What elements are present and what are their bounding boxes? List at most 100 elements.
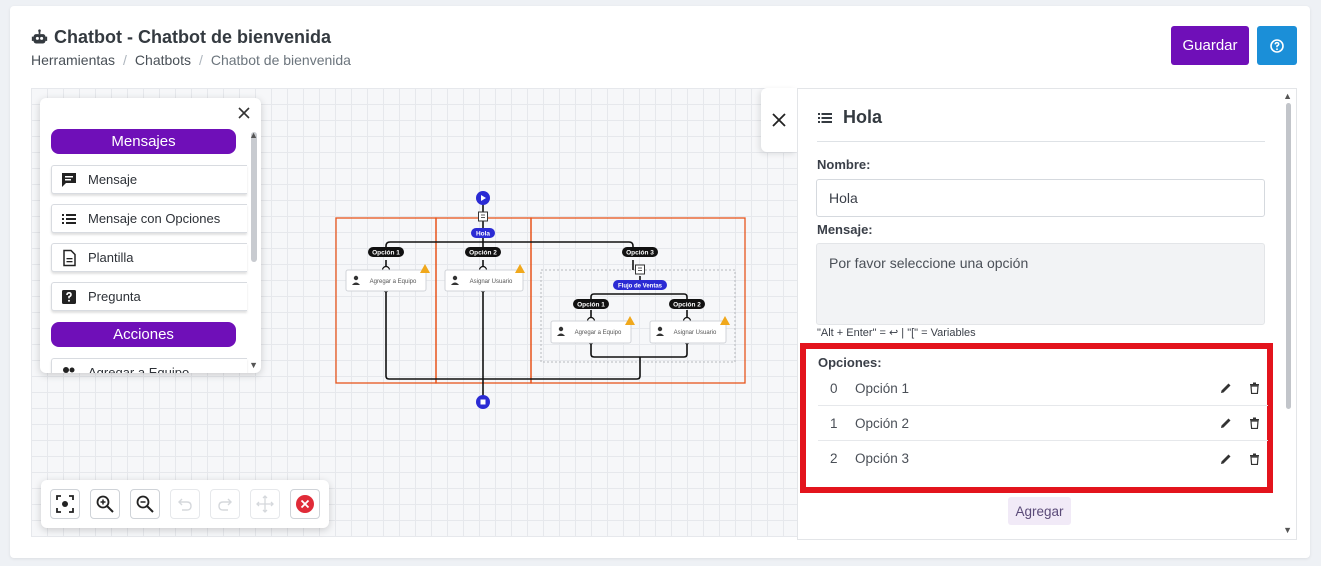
question-icon — [62, 289, 76, 304]
trash-icon[interactable] — [1240, 382, 1268, 394]
breadcrumb-separator: / — [123, 52, 127, 68]
subflow-option-1[interactable] — [573, 299, 609, 309]
properties-panel: Hola Nombre: Hola Mensaje: Por favor sel… — [797, 88, 1297, 540]
editor-hint: "Alt + Enter" = ↩ | "[" = Variables — [817, 327, 976, 339]
subflow-option-2[interactable] — [669, 299, 705, 309]
option-row[interactable]: 1 Opción 2 — [818, 406, 1268, 441]
undo-button[interactable] — [170, 489, 200, 519]
scroll-down-icon[interactable]: ▼ — [1283, 525, 1292, 535]
flow-frame-option3 — [530, 217, 746, 384]
flow-diagram: Hola Opción 1 Opción 2 Opción 3 Agregar … — [335, 191, 746, 409]
zoom-in-button[interactable] — [90, 489, 120, 519]
redo-icon — [218, 498, 232, 511]
divider — [817, 141, 1265, 142]
edit-icon[interactable] — [1212, 417, 1240, 429]
delete-node-button[interactable] — [290, 489, 320, 519]
flow-action-add-team-label: Agregar a Equipo — [370, 279, 417, 285]
palette-item-label: Agregar a Equipo — [88, 365, 190, 373]
breadcrumb-item-chatbots[interactable]: Chatbots — [134, 52, 191, 68]
page-title: Chatbot - Chatbot de bienvenida — [31, 27, 331, 48]
flow-option-2[interactable] — [465, 247, 501, 257]
palette-item-message[interactable]: Mensaje — [51, 165, 247, 194]
palette-item-add-team[interactable]: Agregar a Equipo — [51, 358, 247, 373]
option-index: 0 — [830, 380, 838, 396]
palette-section-messages: Mensajes — [51, 129, 236, 154]
fit-view-button[interactable] — [50, 489, 80, 519]
flow-node-hola-label: Hola — [476, 231, 490, 238]
subflow-option-1-label: Opción 1 — [577, 302, 605, 309]
trash-icon[interactable] — [1240, 453, 1268, 465]
subflow-node-label: Flujo de Ventas — [618, 284, 663, 290]
trash-icon[interactable] — [1240, 417, 1268, 429]
template-icon — [63, 249, 76, 266]
message-icon — [62, 172, 76, 187]
subflow-action-add-team-label: Agregar a Equipo — [575, 330, 622, 336]
breadcrumb: Herramientas / Chatbots / Chatbot de bie… — [31, 52, 351, 68]
subflow-option-2-label: Opción 2 — [673, 302, 701, 309]
palette-item-label: Mensaje — [88, 172, 138, 187]
breadcrumb-separator: / — [198, 52, 203, 68]
option-index: 2 — [830, 451, 838, 466]
option-row[interactable]: 2 Opción 3 — [818, 441, 1268, 476]
help-button[interactable] — [1257, 26, 1297, 65]
palette-scrollbar[interactable] — [251, 132, 257, 262]
name-field[interactable]: Hola — [816, 179, 1265, 217]
zoom-in-icon — [96, 495, 114, 513]
pan-button[interactable] — [250, 489, 280, 519]
list-icon — [62, 213, 76, 224]
subflow-action-assign-user[interactable] — [649, 320, 727, 344]
breadcrumb-item-tools[interactable]: Herramientas — [31, 52, 116, 68]
close-icon — [772, 113, 786, 127]
palette-section-actions: Acciones — [51, 322, 236, 347]
subflow-action-assign-user-label: Asignar Usuario — [674, 330, 717, 336]
flow-option-3-label: Opción 3 — [626, 250, 654, 257]
edit-icon[interactable] — [1212, 453, 1240, 465]
options-highlight: Opciones: 0 Opción 1 1 Opción 2 2 Opción… — [800, 343, 1273, 493]
option-row[interactable]: 0 Opción 1 — [818, 371, 1268, 406]
scroll-down-icon[interactable]: ▼ — [249, 360, 258, 370]
question-circle-icon — [1270, 38, 1284, 53]
flow-action-assign-user[interactable] — [444, 269, 524, 292]
edit-icon[interactable] — [1212, 382, 1240, 394]
option-index: 1 — [830, 415, 838, 431]
panel-scrollbar[interactable] — [1286, 103, 1291, 409]
name-label: Nombre: — [817, 157, 871, 172]
message-textarea[interactable]: Por favor seleccione una opción — [816, 243, 1265, 325]
flow-option-2-label: Opción 2 — [469, 250, 497, 257]
node-palette: Mensajes Mensaje Mensaje con Opciones Pl… — [40, 98, 261, 373]
option-text: Opción 3 — [855, 451, 910, 466]
add-option-button[interactable]: Agregar — [1008, 497, 1071, 525]
palette-item-label: Pregunta — [88, 289, 141, 304]
canvas-toolbar — [41, 480, 329, 528]
palette-item-label: Plantilla — [88, 250, 134, 265]
list-icon — [818, 112, 832, 123]
warning-icon — [420, 264, 730, 325]
flow-option-1[interactable] — [368, 247, 404, 257]
panel-title-text: Hola — [843, 107, 883, 127]
flow-node-hola[interactable] — [471, 228, 495, 238]
close-circle-icon — [296, 495, 314, 513]
save-button[interactable]: Guardar — [1171, 26, 1249, 65]
subflow-action-add-team[interactable] — [550, 320, 632, 344]
zoom-out-button[interactable] — [130, 489, 160, 519]
focus-icon — [56, 495, 74, 513]
panel-close-button[interactable] — [761, 88, 797, 152]
scroll-up-icon[interactable]: ▲ — [249, 130, 258, 140]
message-label: Mensaje: — [817, 222, 873, 237]
flow-option-3[interactable] — [622, 247, 658, 257]
breadcrumb-item-current: Chatbot de bienvenida — [210, 52, 351, 68]
flow-action-add-team[interactable] — [345, 269, 427, 292]
option-text: Opción 1 — [855, 380, 910, 396]
zoom-out-icon — [136, 495, 154, 513]
close-icon[interactable] — [237, 106, 251, 120]
scroll-up-icon[interactable]: ▲ — [1283, 91, 1292, 101]
page-title-text: Chatbot - Chatbot de bienvenida — [54, 27, 331, 47]
panel-title: Hola — [817, 107, 882, 128]
redo-button[interactable] — [210, 489, 240, 519]
options-label: Opciones: — [818, 355, 882, 370]
palette-item-template[interactable]: Plantilla — [51, 243, 247, 272]
palette-item-message-options[interactable]: Mensaje con Opciones — [51, 204, 247, 233]
subflow-node[interactable] — [613, 280, 667, 290]
palette-item-question[interactable]: Pregunta — [51, 282, 247, 311]
robot-icon — [31, 29, 48, 44]
